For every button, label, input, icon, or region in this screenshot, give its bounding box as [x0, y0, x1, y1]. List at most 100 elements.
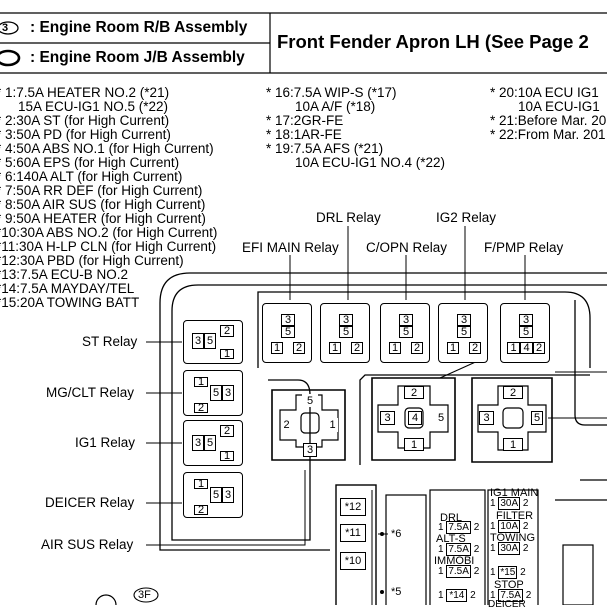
note-line: * 18:1AR-FE	[266, 127, 342, 142]
pin: 1	[438, 522, 444, 533]
note-line: *15:20A TOWING BATT	[0, 295, 140, 310]
connector-3f: 3F	[138, 589, 151, 601]
pin: 5	[531, 411, 543, 425]
note-line: * 6:140A ALT (for High Current)	[0, 169, 183, 184]
pin: 1	[490, 543, 496, 554]
pin: 1	[490, 521, 496, 532]
label-drl-relay: DRL Relay	[316, 210, 381, 225]
page-title: Front Fender Apron LH (See Page 2	[277, 31, 589, 52]
label-air-sus-relay: AIR SUS Relay	[41, 537, 134, 552]
pin: 2	[220, 425, 234, 437]
pin: 2	[220, 325, 234, 337]
pin: 2	[404, 386, 424, 399]
pin: 3	[399, 314, 413, 326]
ig1-relay: 3 5 2 1	[183, 420, 243, 466]
fuse-towing-row: 1 30A 2	[490, 542, 528, 555]
label-deicer-relay: DEICER Relay	[45, 495, 135, 510]
pin: 3	[281, 314, 295, 326]
fuse-ig1main-row: 1 30A 2	[490, 497, 529, 510]
pin: 3	[192, 333, 204, 349]
pin: 2	[194, 402, 208, 414]
fuse-value: 7.5A	[446, 521, 471, 534]
pin: 1	[438, 544, 444, 555]
fuse-alts-row: 1 7.5A 2	[438, 543, 480, 556]
st-relay: 3 5 2 1	[183, 320, 243, 364]
rb-inner-outline	[171, 284, 607, 541]
rb-marker-number: 3	[2, 22, 9, 34]
pin: 2	[281, 418, 292, 432]
mgclt-relay: 1 2 5 3	[183, 370, 243, 416]
pin: 1	[490, 590, 496, 601]
fuse-value: 10A	[498, 520, 521, 533]
pin: 2	[473, 544, 480, 555]
pin: 4	[520, 342, 533, 354]
note-line: * 3:50A PD (for High Current)	[0, 127, 171, 142]
fuse-value: 30A	[498, 542, 521, 555]
pin: 1	[389, 342, 401, 354]
pin: 3	[479, 411, 494, 425]
fuse-value: 7.5A	[498, 589, 523, 602]
pin: 2	[469, 342, 481, 354]
label-ig1-relay: IG1 Relay	[75, 435, 136, 450]
pin: 3	[457, 314, 471, 326]
fuse-drl-label: DRL	[440, 512, 463, 524]
note-line: * 9:50A HEATER (for High Current)	[0, 211, 206, 226]
fuse-immobi-label: IMMOBI	[434, 555, 475, 567]
note-line: * 7:50A RR DEF (for High Current)	[0, 183, 203, 198]
pin: 2	[351, 342, 363, 354]
pin: 2	[522, 498, 529, 509]
pin: 2	[470, 590, 476, 601]
note-line: *11:30A H-LP CLN (for High Current)	[0, 239, 217, 254]
pin: 5	[519, 326, 533, 338]
pin: 1	[194, 478, 208, 490]
pin: 1	[194, 376, 208, 388]
pin: 3	[192, 435, 204, 451]
note-line: * 5:60A EPS (for High Current)	[0, 155, 180, 170]
note-line: * 17:2GR-FE	[266, 113, 344, 128]
label-ig2-relay: IG2 Relay	[436, 210, 497, 225]
ig2-relay: 3 5 1 2	[438, 303, 488, 363]
pin: 3	[380, 411, 395, 425]
pin: 1	[507, 342, 520, 354]
drl-relay: 3 5 1 2	[320, 303, 370, 363]
label-efi-main-relay: EFI MAIN Relay	[242, 240, 339, 255]
pin: 1	[503, 438, 523, 451]
pin: 3	[519, 314, 533, 326]
pin: 2	[194, 504, 208, 516]
label-mgclt-relay: MG/CLT Relay	[46, 385, 135, 400]
note-line: *13:7.5A ECU-B NO.2	[0, 267, 129, 282]
rb-assembly-label: : Engine Room R/B Assembly	[30, 19, 248, 36]
pin: 3	[222, 487, 234, 503]
pin: 3	[222, 385, 234, 401]
pin: 2	[473, 522, 480, 533]
pin: 5	[435, 411, 447, 425]
pin: 1	[271, 342, 283, 354]
note-line: * 19:7.5A AFS (*21)	[266, 141, 384, 156]
note-line: * 1:7.5A HEATER NO.2 (*21)	[0, 85, 170, 100]
fuse-5: *5	[391, 586, 402, 598]
note-line: * 22:From Mar. 201	[490, 127, 606, 142]
pin: 1	[327, 418, 338, 432]
pin: 5	[210, 385, 222, 401]
note-line: *12:30A PBD (for High Current)	[0, 253, 184, 268]
pin: 5	[281, 326, 295, 338]
pin: 1	[447, 342, 459, 354]
fuse-14: *14	[446, 589, 468, 602]
pin: 4	[408, 411, 422, 425]
deicer-relay: 1 2 5 3	[183, 472, 243, 518]
efi-main-relay: 3 5 1 2	[262, 303, 312, 363]
note-line: 10A A/F (*18)	[295, 99, 376, 114]
fuse-immobi-row: 1 7.5A 2	[438, 565, 479, 578]
pin: 5	[204, 435, 216, 451]
pin: 2	[520, 567, 526, 578]
note-line: * 20:10A ECU IG1	[490, 85, 599, 100]
copn-relay: 3 5 1 2	[380, 303, 430, 363]
jb-assembly-label: : Engine Room J/B Assembly	[30, 49, 245, 66]
pin: 1	[220, 348, 234, 360]
note-line: * 21:Before Mar. 20	[490, 113, 607, 128]
fuse-filter-row: 1 10A 2	[490, 520, 528, 533]
note-line: 10A ECU-IG1 NO.4 (*22)	[295, 155, 446, 170]
fuse-6: *6	[391, 528, 402, 540]
note-line: *10:30A ABS NO.2 (for High Current)	[0, 225, 218, 240]
fuse-12: *12	[340, 498, 366, 516]
